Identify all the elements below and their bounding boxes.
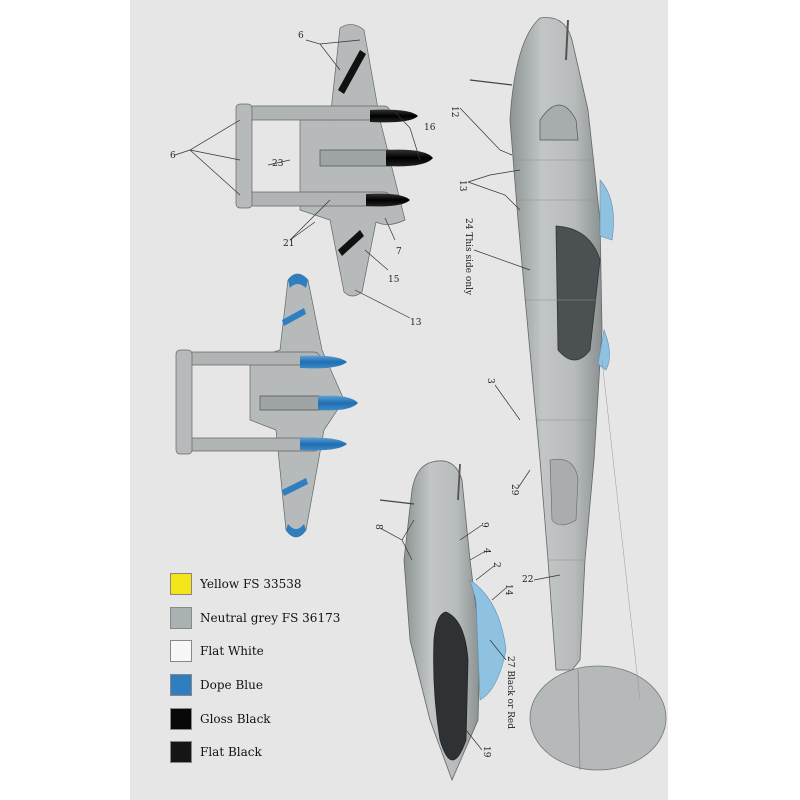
nose-view (379, 460, 507, 782)
top-view-blue-boom-lower (179, 437, 321, 452)
legend-item-flat-black: Flat Black (170, 741, 340, 764)
callout-8: 8 (373, 524, 383, 530)
top-view-blue-wing-stripe-upper (282, 308, 306, 326)
side-view-fuselage (509, 17, 603, 671)
top-view-blue-tip-lower (286, 524, 306, 537)
top-view-black-callouts: 6 16 6 23 7 21 15 13 (170, 31, 436, 328)
callout-27-black-or-red: 27 Black or Red (505, 656, 515, 729)
top-view-black (174, 24, 433, 319)
callout-21: 21 (283, 239, 294, 249)
top-view-black-spinner-center (386, 149, 433, 167)
side-view-glazing-lower (597, 328, 610, 371)
callout-16: 16 (424, 123, 436, 133)
swatch-flat-black (170, 741, 192, 764)
swatch-dope-blue (170, 674, 192, 697)
callout-4: 4 (481, 548, 491, 554)
top-view-blue-nacelle (259, 395, 325, 411)
top-view-blue-boom-upper (179, 351, 321, 366)
top-view-blue-tailplane (175, 349, 193, 455)
nose-view-glazing (469, 579, 507, 701)
callout-24-this-side-only: 24 This side only (463, 218, 473, 296)
nose-view-canopy (433, 611, 469, 761)
top-view-black-tailplane (235, 103, 253, 209)
callout-13-b: 13 (457, 180, 467, 192)
callout-29: 29 (509, 484, 519, 496)
swatch-neutral-grey (170, 606, 192, 629)
callout-13-a: 13 (410, 318, 422, 328)
side-view-tail-fin (529, 665, 667, 771)
callout-3: 3 (485, 378, 495, 384)
nose-view-antenna (379, 499, 415, 505)
swatch-flat-white (170, 640, 192, 663)
legend-item-dope-blue: Dope Blue (170, 674, 340, 697)
legend-label-neutral-grey: Neutral grey FS 36173 (200, 610, 341, 625)
top-view-black-wing-stripe-lower (338, 230, 364, 256)
side-view-mast (565, 19, 569, 61)
side-view-glazing-upper (599, 179, 614, 241)
legend-item-yellow: Yellow FS 33538 (170, 573, 340, 595)
legend-item-neutral-grey: Neutral grey FS 36173 (170, 606, 341, 629)
callout-22: 22 (522, 575, 533, 585)
side-view-aerial-wire (601, 359, 641, 701)
side-view-panel-lines (515, 159, 600, 561)
callout-12: 12 (449, 106, 459, 117)
top-view-black-spinner-lower (366, 193, 410, 207)
top-view-blue-spinner-lower (300, 437, 347, 451)
callout-15: 15 (388, 275, 400, 285)
nose-view-mast (457, 463, 461, 501)
top-view-blue-wing-stripe-lower (282, 478, 308, 496)
top-view-black-boom-upper (239, 105, 391, 121)
legend-item-flat-white: Flat White (170, 640, 340, 663)
callout-6-b: 6 (170, 151, 176, 161)
side-view-antenna (469, 79, 513, 86)
side-view-rudder-line (577, 669, 581, 771)
side-view-dorsal-fairing (539, 104, 579, 141)
legend-label-yellow: Yellow FS 33538 (200, 577, 302, 591)
legend-label-dope-blue: Dope Blue (200, 678, 263, 693)
top-view-blue-tip-upper (288, 274, 308, 288)
callout-2: 2 (491, 562, 501, 568)
top-view-black-spinner-upper (370, 109, 418, 123)
top-view-blue (175, 273, 358, 538)
top-view-black-wing-stripe-upper (338, 50, 366, 94)
side-view-callouts: 12 13 24 This side only 3 29 22 (449, 106, 533, 585)
callout-6-a: 6 (298, 31, 304, 41)
side-view (459, 17, 667, 771)
color-legend: Yellow FS 33538 Neutral grey FS 36173 Fl… (170, 573, 340, 775)
callout-23: 23 (272, 159, 284, 169)
top-view-black-nacelle (319, 149, 395, 167)
callout-14: 14 (503, 584, 513, 596)
side-view-belly-fairing (549, 458, 579, 526)
legend-label-flat-black: Flat Black (200, 745, 262, 760)
nose-view-callouts: 8 9 4 2 14 27 Black or Red 19 (373, 522, 515, 758)
top-view-blue-spinner-upper (300, 355, 347, 369)
callout-9: 9 (479, 522, 489, 528)
legend-item-gloss-black: Gloss Black (170, 707, 340, 730)
top-view-blue-spinner-center (318, 395, 358, 411)
legend-label-gloss-black: Gloss Black (200, 711, 271, 726)
legend-label-flat-white: Flat White (200, 644, 264, 659)
swatch-yellow (170, 573, 192, 595)
side-view-canopy (555, 225, 601, 361)
swatch-gloss-black (170, 707, 192, 730)
callout-7: 7 (396, 247, 402, 257)
callout-19: 19 (481, 746, 491, 758)
